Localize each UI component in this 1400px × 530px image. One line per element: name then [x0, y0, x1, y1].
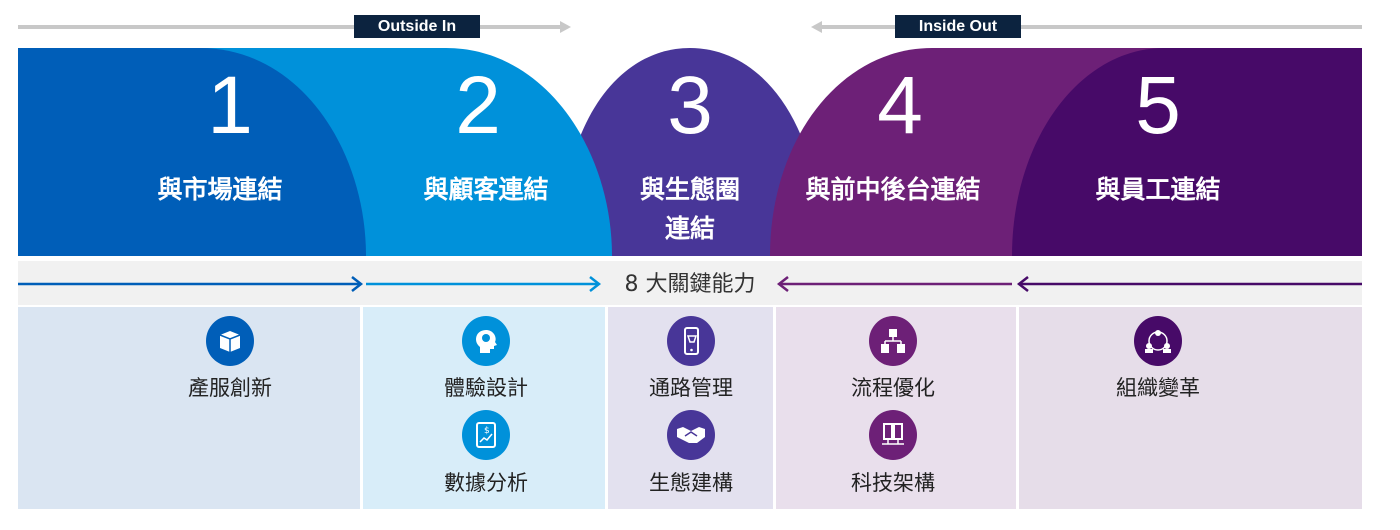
- stage-1-number: 1: [207, 60, 253, 151]
- phone-cart-icon: [667, 316, 715, 366]
- flowchart-icon: [869, 316, 917, 366]
- capability-arrows: [18, 276, 1362, 292]
- stage-2-number: 2: [455, 60, 501, 151]
- capability-label: 通路管理: [649, 376, 733, 400]
- column-market: [18, 307, 360, 509]
- inside-out-label: Inside Out: [895, 15, 1021, 38]
- column-employee: [1019, 307, 1362, 509]
- stage-1-shape: [18, 48, 366, 256]
- stage-4-number: 4: [877, 60, 923, 151]
- stage-3-shape: [560, 48, 822, 256]
- stage-3-title-line2: 連結: [664, 214, 715, 243]
- servers-icon: [869, 410, 917, 460]
- tablet-chart-icon: $: [462, 410, 510, 460]
- handshake-icon: [667, 410, 715, 460]
- capability-label: 科技架構: [851, 471, 935, 495]
- stage-5-title: 與員工連結: [1095, 175, 1221, 204]
- stage-4-title: 與前中後台連結: [805, 175, 981, 204]
- stage-shapes: [18, 48, 1362, 256]
- capability-label: 數據分析: [444, 471, 528, 495]
- head-gear-icon: [462, 316, 510, 366]
- box-icon: [206, 316, 254, 366]
- stage-3-number: 3: [667, 60, 713, 151]
- capability-label: 生態建構: [649, 471, 733, 495]
- stage-5-shape: [1012, 48, 1362, 256]
- stage-5-number: 5: [1135, 60, 1181, 151]
- capabilities-title: 8 大關鍵能力: [624, 272, 756, 297]
- capability-label: 組織變革: [1116, 376, 1200, 400]
- stage-3-title-line1: 與生態圈: [639, 175, 740, 204]
- people-network-icon: [1134, 316, 1182, 366]
- stage-2-title: 與顧客連結: [423, 175, 549, 204]
- stage-1-title: 與市場連結: [157, 175, 283, 204]
- capability-label: 體驗設計: [444, 376, 528, 400]
- capability-label: 流程優化: [851, 376, 935, 400]
- outside-in-label: Outside In: [354, 15, 480, 38]
- svg-text:$: $: [484, 426, 490, 436]
- inside-out-arrowhead: [811, 21, 822, 33]
- capability-label: 產服創新: [188, 376, 272, 400]
- outside-in-arrowhead: [560, 21, 571, 33]
